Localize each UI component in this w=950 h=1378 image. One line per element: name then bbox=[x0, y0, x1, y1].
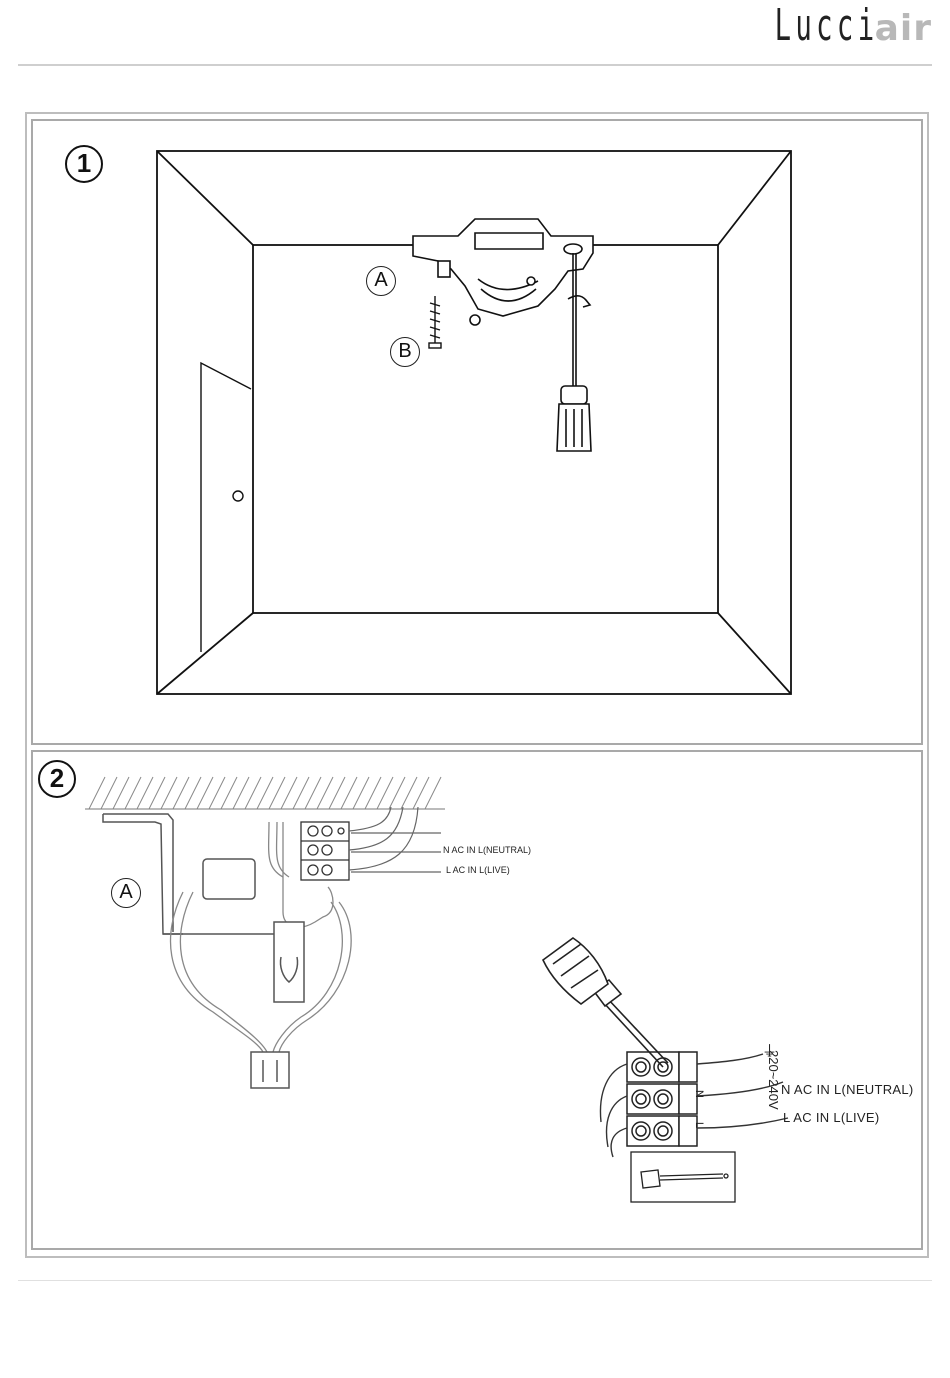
step-2-panel: 2 bbox=[31, 750, 923, 1250]
terminal-n-label: N bbox=[693, 1090, 705, 1098]
neutral-label: N AC IN L(NEUTRAL) bbox=[781, 1082, 914, 1097]
screwdriver-large bbox=[543, 938, 668, 1067]
screwdriver-inset bbox=[631, 1152, 735, 1202]
screw-b bbox=[429, 296, 441, 348]
header-divider bbox=[18, 64, 932, 66]
supply-wires-small bbox=[349, 807, 441, 872]
step-1-panel: 1 bbox=[31, 119, 923, 745]
screwdriver bbox=[557, 253, 591, 451]
label-a-circle-step2: A bbox=[111, 878, 141, 908]
neutral-label-small: N AC IN L(NEUTRAL) bbox=[443, 845, 531, 855]
footer-divider bbox=[18, 1280, 932, 1281]
label-b-circle: B bbox=[390, 337, 420, 367]
terminal-l-label: L bbox=[693, 1122, 705, 1128]
voltage-label: 220~240V bbox=[766, 1050, 781, 1110]
instruction-frame: 1 bbox=[25, 112, 929, 1258]
logo-main-text: Lucci bbox=[775, 4, 879, 48]
label-a-circle: A bbox=[366, 266, 396, 296]
logo-accent-text: air bbox=[875, 11, 932, 47]
live-label-small: L AC IN L(LIVE) bbox=[446, 865, 510, 875]
door bbox=[201, 363, 251, 652]
wiring-illustration bbox=[33, 752, 921, 1248]
ceiling-hatch bbox=[85, 777, 445, 809]
terminal-block-small bbox=[301, 822, 349, 880]
brand-logo: Lucciair bbox=[711, 4, 932, 48]
mounting-bracket bbox=[413, 219, 593, 325]
room-ceiling-illustration bbox=[33, 121, 921, 743]
live-label: L AC IN L(LIVE) bbox=[783, 1110, 880, 1125]
page-header: Lucciair bbox=[0, 0, 950, 70]
driver-box bbox=[203, 859, 304, 1088]
bracket-side-view bbox=[103, 814, 293, 934]
